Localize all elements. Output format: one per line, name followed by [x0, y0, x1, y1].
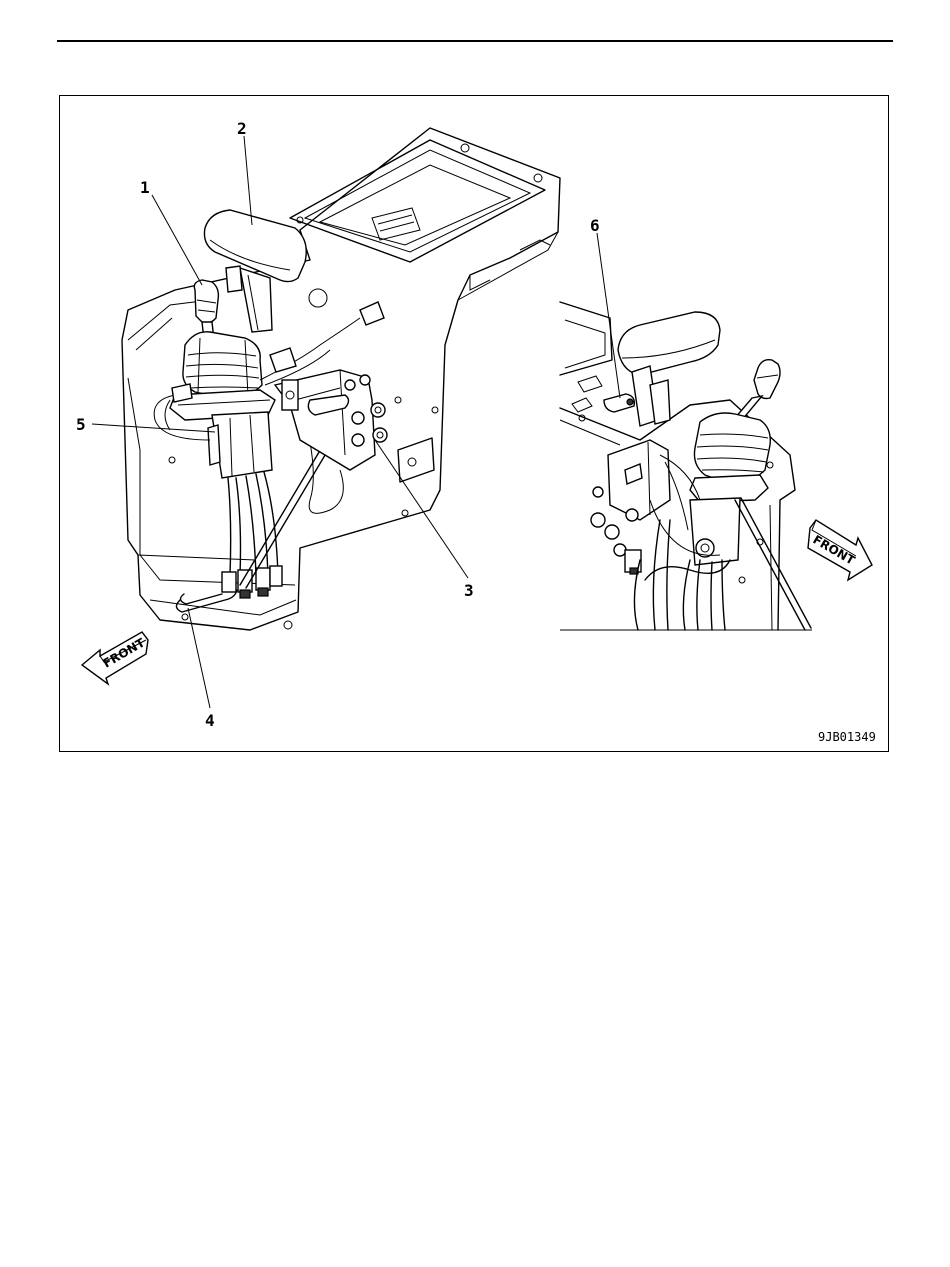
callout-4: 4	[205, 711, 215, 730]
front-arrow-right: FRONT	[808, 520, 872, 580]
callout-5: 5	[76, 415, 86, 434]
pilot-valve	[208, 412, 272, 478]
inset-view	[560, 302, 812, 630]
leader-lines-left	[92, 136, 468, 708]
callout-6: 6	[590, 216, 600, 235]
front-arrow-left: FRONT	[82, 632, 148, 684]
solenoid-valve-block	[275, 370, 387, 470]
figure-code: 9JB01349	[818, 730, 876, 744]
armrest	[204, 210, 306, 332]
callout-2: 2	[237, 119, 247, 138]
callout-1: 1	[140, 178, 150, 197]
callout-3: 3	[464, 581, 474, 600]
